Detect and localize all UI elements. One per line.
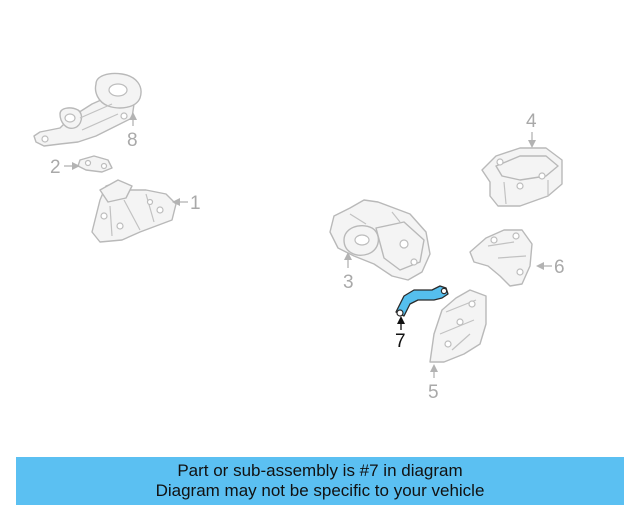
banner-line-1: Part or sub-assembly is #7 in diagram <box>177 461 463 480</box>
callout-7-active: 7 <box>395 316 406 352</box>
info-banner: Part or sub-assembly is #7 in diagram Di… <box>16 457 624 505</box>
callout-5: 5 <box>428 364 439 403</box>
callout-3: 3 <box>343 252 354 293</box>
banner-line-2: Diagram may not be specific to your vehi… <box>155 481 485 500</box>
part-7-link-highlighted <box>395 285 449 317</box>
callout-2-number: 2 <box>50 157 61 178</box>
callout-1-number: 1 <box>190 193 201 214</box>
callout-8: 8 <box>127 112 138 151</box>
callout-2: 2 <box>50 157 80 178</box>
parts-diagram: 1 2 3 4 5 6 7 8 <box>33 72 565 403</box>
part-5-bracket <box>429 289 487 363</box>
part-2-bracket <box>77 155 113 173</box>
callout-4: 4 <box>526 111 537 148</box>
part-1-mount <box>91 179 177 243</box>
part-8-mount <box>33 72 142 147</box>
part-3-mount <box>329 199 431 281</box>
callout-6: 6 <box>536 257 565 278</box>
callout-8-number: 8 <box>127 130 138 151</box>
callout-4-number: 4 <box>526 111 537 132</box>
callout-5-number: 5 <box>428 382 439 403</box>
part-6-bracket <box>469 229 533 287</box>
callout-7-number: 7 <box>395 331 406 352</box>
part-4-mount <box>481 147 563 207</box>
callout-3-number: 3 <box>343 272 354 293</box>
callout-1: 1 <box>172 193 201 214</box>
callout-6-number: 6 <box>554 257 565 278</box>
